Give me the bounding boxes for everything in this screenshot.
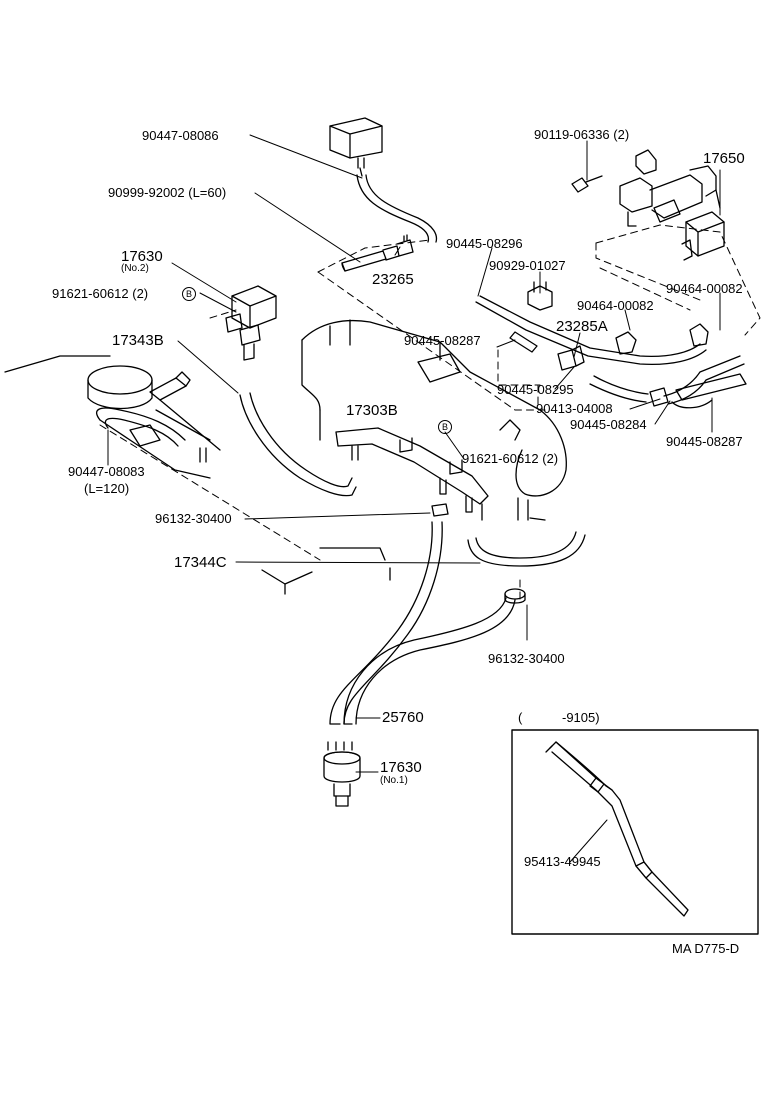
label-96132-30400-right: 96132-30400 [488, 651, 565, 666]
label-90447-08083-sub: (L=120) [84, 481, 130, 496]
phantom-lines [99, 224, 761, 601]
hose-90445-08296 [475, 295, 707, 366]
clip-90929-01027 [527, 281, 553, 311]
label-90445-08287-left: 90445-08287 [404, 333, 481, 348]
fitting-90413-04008 [649, 387, 669, 407]
label-90464-00082-b: 90464-00082 [666, 281, 743, 296]
label-90445-08296: 90445-08296 [446, 236, 523, 251]
clip-90464-00082-b [689, 323, 709, 347]
callout-b-left: B [182, 286, 196, 301]
hose-90445-08287-left [509, 331, 538, 353]
hose-90999-92002 [341, 250, 387, 272]
hose-17343b [239, 392, 357, 497]
label-90413-04008: 90413-04008 [536, 401, 613, 416]
label-17630-no1-sub: (No.1) [380, 775, 408, 786]
label-23285a: 23285A [556, 318, 608, 335]
label-90464-00082-a: 90464-00082 [577, 298, 654, 313]
inset-label-open: ( [518, 710, 523, 725]
air-cleaner-area [4, 355, 221, 479]
hose-90447-08086 [356, 174, 438, 243]
label-17303b: 17303B [346, 402, 398, 419]
callout-b-right: B [438, 419, 452, 434]
label-95413-49945: 95413-49945 [524, 854, 601, 869]
fitting-23285a [557, 345, 585, 371]
label-90445-08287-right: 90445-08287 [666, 434, 743, 449]
clamp-96132-30400-left [431, 503, 449, 517]
bolt-90119-06336 [571, 175, 603, 193]
label-90445-08284: 90445-08284 [570, 417, 647, 432]
label-90999-92002: 90999-92002 (L=60) [108, 185, 227, 200]
clamp-96132-30400-right [504, 588, 526, 604]
vacuum-switch-17630-no1 [323, 741, 361, 807]
hose-90447-08083 [96, 407, 186, 447]
delivery-pipe-17303b [335, 427, 489, 521]
diagram-code: MA D775-D [672, 941, 740, 956]
label-17630-no2-sub: (No.2) [121, 263, 149, 274]
hose-25760 [329, 521, 586, 725]
label-23265: 23265 [372, 271, 414, 288]
leader-lines [107, 134, 721, 863]
label-17630-no2: 17630 [121, 248, 163, 265]
hose-90445-08287-right [671, 373, 747, 409]
vsv-top-component [329, 117, 383, 177]
hose-90445-08295 [589, 375, 649, 403]
label-90447-08086: 90447-08086 [142, 128, 219, 143]
bracket-17344c [261, 547, 391, 595]
sensor-17630-no2 [225, 285, 277, 361]
label-17650: 17650 [703, 150, 745, 167]
inset-label-range: -9105) [562, 710, 600, 725]
connector-23265 [382, 234, 414, 261]
label-91621-60612-right: 91621-60612 (2) [462, 451, 559, 466]
label-96132-30400-left: 96132-30400 [155, 511, 232, 526]
label-91621-60612-left: 91621-60612 (2) [52, 286, 149, 301]
intake-plenum [301, 319, 567, 521]
inset-box [511, 729, 759, 935]
label-90447-08083: 90447-08083 [68, 464, 145, 479]
label-17343b: 17343B [112, 332, 164, 349]
label-25760: 25760 [382, 709, 424, 726]
clip-90464-00082-a [615, 331, 637, 355]
label-17630-no1: 17630 [380, 759, 422, 776]
label-17344c: 17344C [174, 554, 227, 571]
vsv-17650 [619, 149, 725, 261]
label-90929-01027: 90929-01027 [489, 258, 566, 273]
label-90119-06336: 90119-06336 (2) [534, 127, 630, 142]
label-90445-08295: 90445-08295 [497, 382, 574, 397]
